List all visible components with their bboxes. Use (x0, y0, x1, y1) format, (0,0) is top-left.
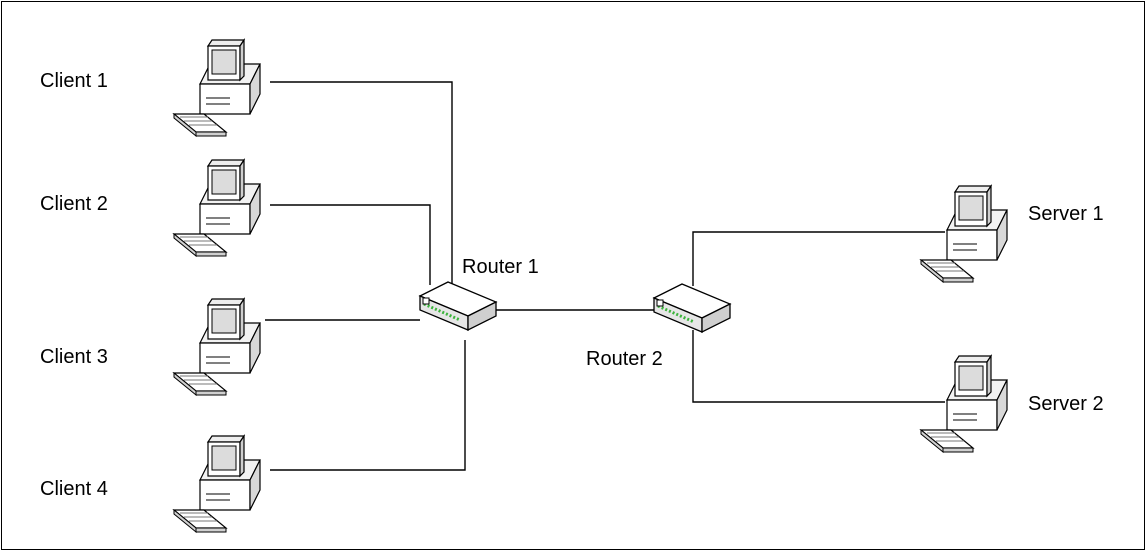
desktop-computer-icon (920, 185, 1008, 283)
client-node-1: Client 1 (40, 39, 261, 137)
link-router2-server2 (692, 330, 945, 403)
link-client4-router1 (270, 340, 466, 471)
desktop-computer-icon (173, 435, 261, 533)
router-label: Router 1 (462, 256, 539, 278)
server-node-1: Server 1 (920, 185, 1104, 283)
router-node-1: Router 1 (418, 256, 539, 332)
server-label: Server 1 (1028, 203, 1104, 225)
desktop-computer-icon (173, 159, 261, 257)
router-node-2: Router 2 (586, 282, 732, 370)
desktop-computer-icon (173, 39, 261, 137)
link-client2-router1 (270, 204, 431, 285)
client-label: Client 1 (40, 70, 108, 92)
client-node-2: Client 2 (40, 159, 261, 257)
desktop-computer-icon (920, 355, 1008, 453)
client-node-3: Client 3 (40, 298, 261, 396)
router-label: Router 2 (586, 348, 663, 370)
router-icon (418, 280, 498, 332)
client-label: Client 4 (40, 478, 108, 500)
link-client1-router1 (270, 81, 453, 292)
client-node-4: Client 4 (40, 435, 261, 533)
link-router2-server1 (692, 231, 945, 286)
server-label: Server 2 (1028, 393, 1104, 415)
client-label: Client 3 (40, 346, 108, 368)
desktop-computer-icon (173, 298, 261, 396)
connection-lines (265, 81, 945, 471)
client-label: Client 2 (40, 193, 108, 215)
server-node-2: Server 2 (920, 355, 1104, 453)
router-icon (652, 282, 732, 334)
